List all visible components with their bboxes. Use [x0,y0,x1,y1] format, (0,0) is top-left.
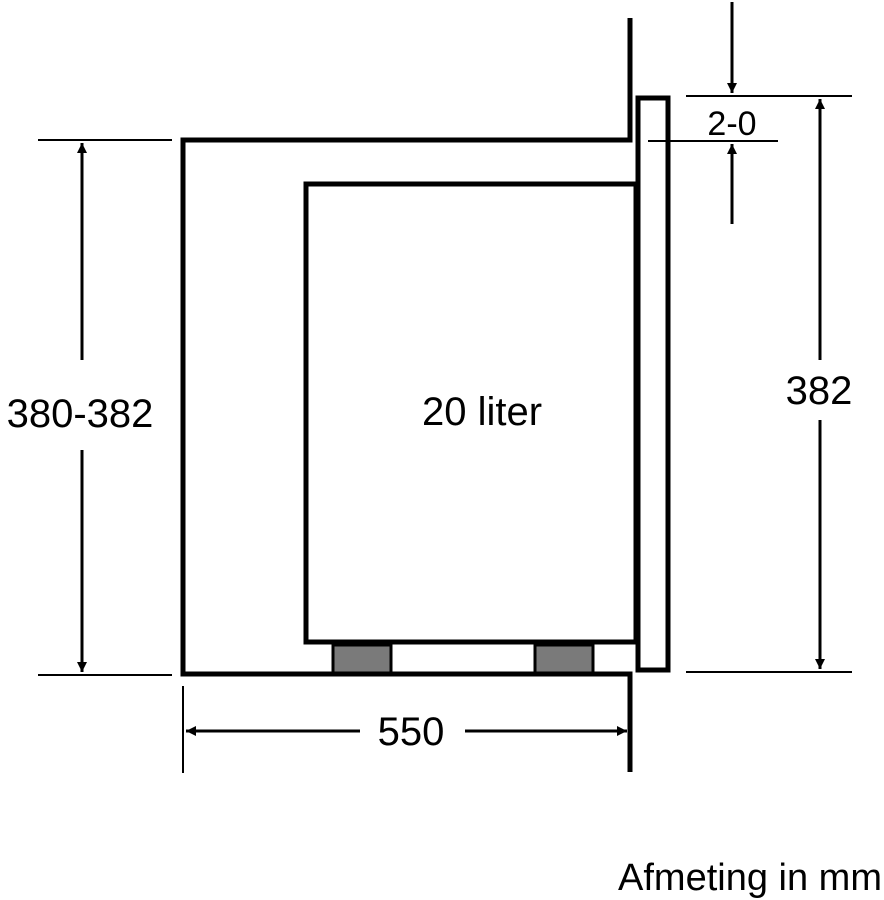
height-dimension-left [38,139,172,676]
capacity-label: 20 liter [422,390,542,434]
height-right-label: 382 [786,369,853,413]
height-dimension-right [686,95,852,673]
gap-dimension-top [648,2,778,224]
units-note: Afmeting in mm [618,857,882,899]
foot-right [533,643,595,675]
depth-dimension [182,686,627,773]
foot-left [331,643,393,675]
height-left-label: 380-382 [7,392,154,436]
front-panel [635,95,671,673]
cabinet-niche-outline [180,18,633,772]
depth-label: 550 [378,710,445,754]
gap-top-label: 2-0 [707,105,756,143]
